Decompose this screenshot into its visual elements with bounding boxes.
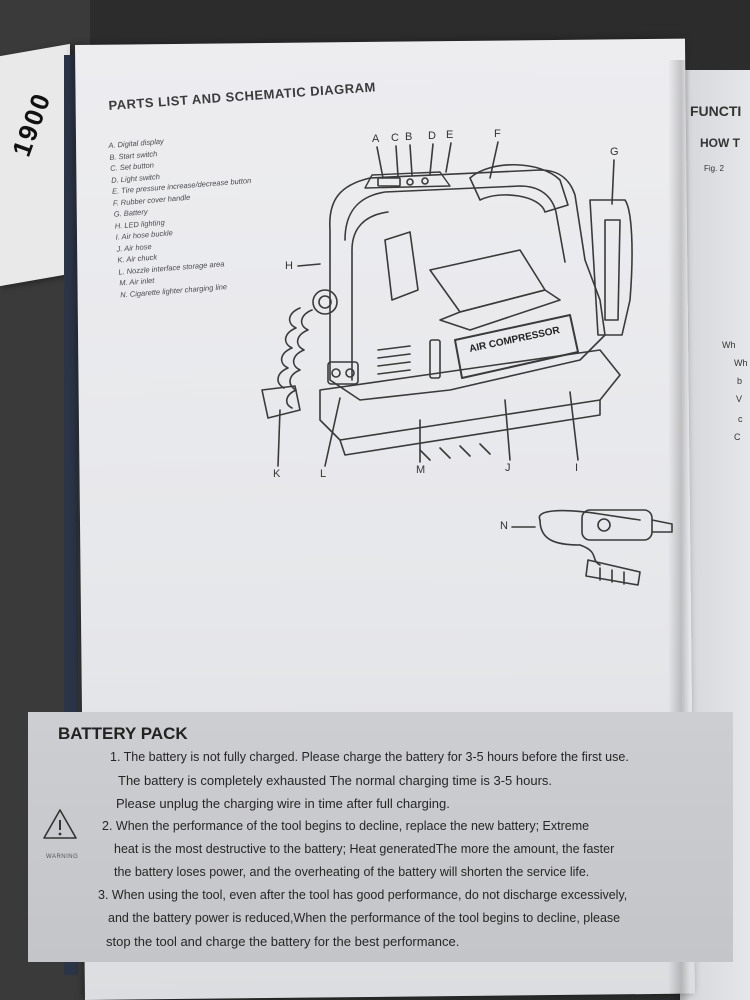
right-page-fig: Fig. 2 bbox=[704, 164, 725, 173]
callout-k: K bbox=[273, 468, 281, 480]
battery-line: 1. The battery is not fully charged. Ple… bbox=[110, 750, 629, 764]
right-fragment: Wh bbox=[722, 340, 736, 350]
battery-line: and the battery power is reduced,When th… bbox=[108, 911, 621, 925]
warning-icon bbox=[43, 809, 77, 839]
callout-h: H bbox=[285, 260, 293, 272]
callout-l: L bbox=[320, 468, 327, 480]
callout-n: N bbox=[500, 520, 508, 532]
battery-line: Please unplug the charging wire in time … bbox=[116, 796, 450, 811]
callout-a: A bbox=[372, 133, 380, 145]
battery-line: the battery loses power, and the overhea… bbox=[114, 865, 590, 879]
right-fragment: V bbox=[736, 394, 743, 404]
right-fragment: b bbox=[737, 376, 743, 386]
right-page-subheading: HOW T bbox=[700, 136, 740, 150]
callout-m: M bbox=[416, 464, 426, 476]
right-page-heading: FUNCTI bbox=[690, 103, 742, 119]
battery-line: 2. When the performance of the tool begi… bbox=[102, 819, 590, 833]
product-label: AIR COMPRESSOR bbox=[468, 325, 561, 355]
battery-line: stop the tool and charge the battery for… bbox=[106, 934, 460, 949]
battery-pack-section: BATTERY PACK WARNING 1. The battery is n… bbox=[28, 712, 733, 962]
warning-label: WARNING bbox=[46, 854, 79, 860]
callout-d: D bbox=[428, 130, 436, 142]
callout-e: E bbox=[446, 129, 454, 141]
callout-j: J bbox=[505, 462, 511, 474]
callout-c: C bbox=[391, 132, 399, 144]
callout-i: I bbox=[575, 462, 579, 474]
right-fragment: C bbox=[734, 432, 741, 442]
compressor-schematic: AIR COMPRESSOR bbox=[261, 141, 673, 586]
battery-line: The battery is completely exhausted The … bbox=[118, 773, 553, 788]
right-fragment: Wh bbox=[734, 358, 748, 368]
callout-f: F bbox=[494, 128, 501, 140]
battery-pack-title: BATTERY PACK bbox=[58, 724, 188, 743]
battery-line: 3. When using the tool, even after the t… bbox=[98, 888, 628, 902]
right-fragment: c bbox=[738, 414, 743, 424]
callout-b: B bbox=[405, 131, 413, 143]
battery-line: heat is the most destructive to the batt… bbox=[114, 842, 615, 856]
callout-g: G bbox=[610, 146, 619, 158]
